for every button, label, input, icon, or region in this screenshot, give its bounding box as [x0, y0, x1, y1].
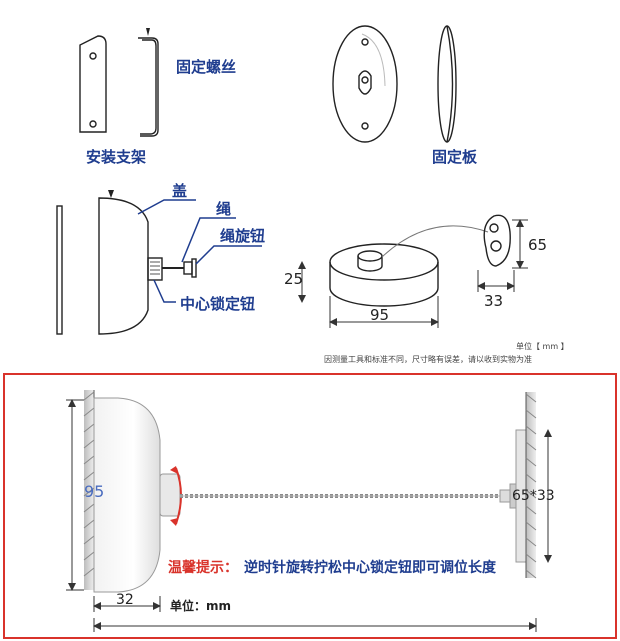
tip-text: 逆时针旋转拧松中心锁定钮即可调位长度 [244, 559, 497, 576]
mounting-bracket-drawing [79, 28, 159, 137]
unit-note: 单位【 mm 】 [516, 341, 569, 351]
dimension-view-drawing [298, 214, 528, 328]
callout-lines [137, 199, 262, 303]
fixing-plate-label: 固定板 [432, 148, 478, 166]
rope-label: 绳 [216, 200, 231, 218]
dim-plate-height-label: 65 [528, 236, 547, 254]
dim-diameter-label: 95 [370, 306, 389, 324]
rope-knob-label: 绳旋钮 [220, 227, 265, 245]
fixing-plate-drawing [332, 25, 457, 143]
dim-plate-width-label: 33 [484, 292, 503, 310]
installed-dimension-lines [66, 399, 552, 632]
installed-depth-label: 32 [116, 592, 134, 608]
dim-height-label: 25 [284, 270, 303, 288]
mounting-bracket-label: 安装支架 [86, 148, 146, 166]
installed-plate-label: 65*33 [512, 488, 555, 504]
red-frame [3, 373, 617, 639]
tip-label: 温馨提示： [168, 559, 238, 576]
accuracy-note: 因测量工具和标准不同，尺寸略有误差，请以收到实物为准 [324, 354, 532, 364]
cover-label: 盖 [172, 182, 187, 200]
side-view-drawing [56, 190, 197, 335]
center-lock-knob-label: 中心锁定钮 [180, 295, 255, 313]
installed-height-label: 95 [84, 482, 104, 501]
bottom-unit-label: 单位：mm [170, 598, 231, 613]
installed-view-drawing [83, 390, 537, 593]
fixing-screw-label: 固定螺丝 [176, 58, 236, 76]
